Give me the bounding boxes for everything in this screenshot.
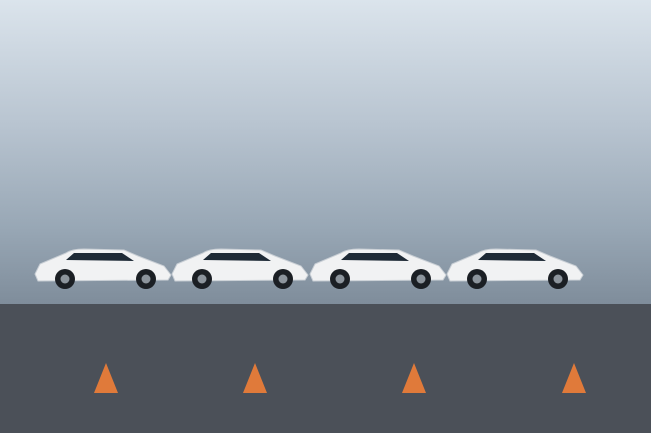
car-3 xyxy=(309,248,447,289)
traffic-cone-3 xyxy=(402,363,426,393)
car-window xyxy=(203,253,271,261)
car-2 xyxy=(171,248,309,289)
car-window xyxy=(66,253,134,261)
traffic-cone-4 xyxy=(562,363,586,393)
traffic-cone-2 xyxy=(243,363,267,393)
car-window xyxy=(341,253,409,261)
car-4 xyxy=(446,248,584,289)
traffic-cone-1 xyxy=(94,363,118,393)
road xyxy=(0,304,651,433)
car-window xyxy=(478,253,546,261)
car-1 xyxy=(34,248,172,289)
